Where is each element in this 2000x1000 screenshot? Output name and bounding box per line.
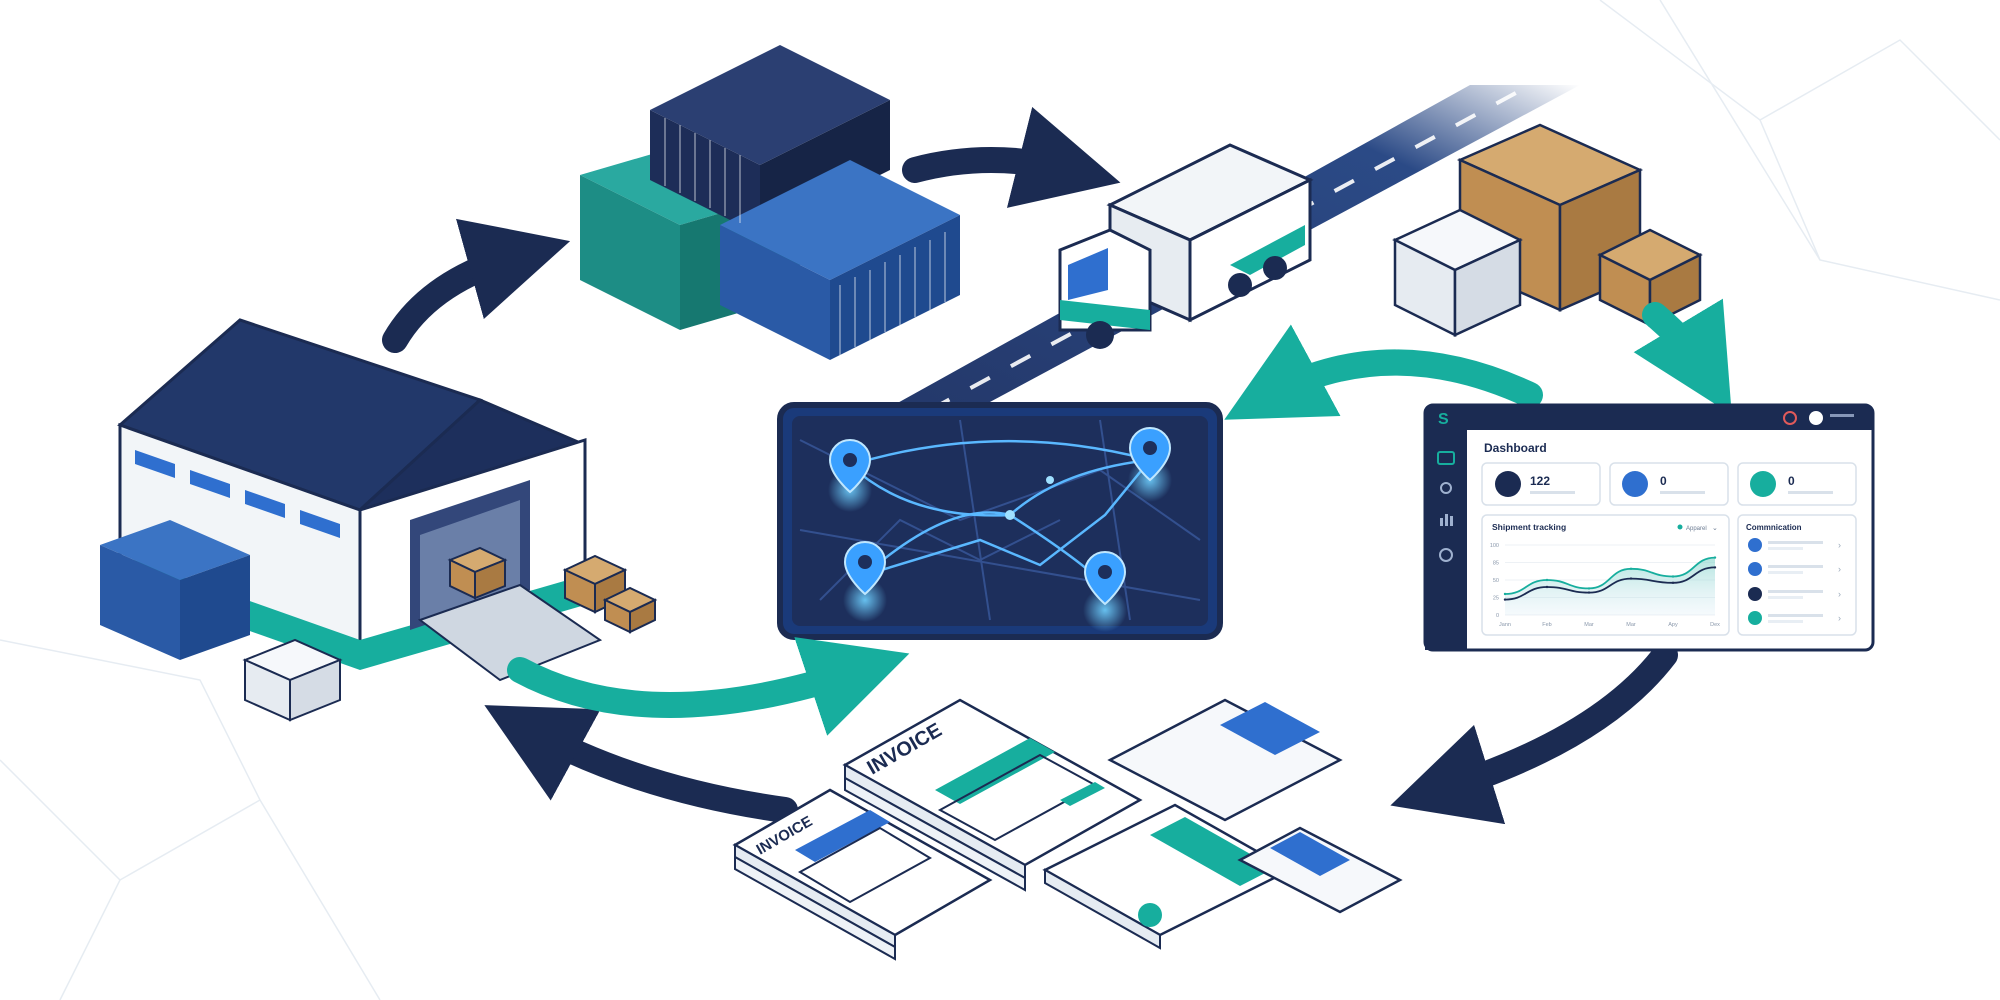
report-sheet-top	[1107, 698, 1343, 822]
series-line	[1504, 566, 1716, 601]
x-tick-label: Mar	[1584, 622, 1594, 628]
list-item[interactable]: ›	[1748, 611, 1841, 625]
data-point	[1503, 598, 1507, 601]
arrow-dashboard-to-map	[1224, 324, 1543, 420]
data-point	[1671, 575, 1675, 578]
data-point	[1587, 591, 1591, 594]
chevron-right-icon: ›	[1838, 589, 1841, 599]
avatar[interactable]	[1809, 411, 1823, 425]
arrow-documents-to-warehouse	[484, 705, 798, 823]
warehouse-icon[interactable]	[1437, 451, 1455, 465]
bell-icon[interactable]	[1783, 411, 1797, 425]
chevron-right-icon: ›	[1838, 564, 1841, 574]
x-tick-label: Apy	[1668, 622, 1678, 628]
route-map-panel	[777, 402, 1223, 640]
users-icon[interactable]	[1440, 482, 1452, 494]
chevron-right-icon: ›	[1838, 540, 1841, 550]
chat-icon	[1748, 611, 1762, 625]
location-pin-icon	[843, 540, 887, 622]
location-pin-icon	[1083, 550, 1127, 632]
stat-value: 122	[1530, 474, 1550, 488]
invoice-documents: INVOICE INVOICE	[732, 698, 1403, 961]
shipping-containers	[580, 45, 960, 360]
arrow-dashboard-to-documents	[1390, 642, 1678, 825]
y-tick-label: 50	[1493, 578, 1499, 584]
y-tick-label: 25	[1493, 596, 1499, 602]
page-title: Dashboard	[1484, 441, 1547, 455]
stat-card[interactable]: 0	[1609, 462, 1729, 506]
y-tick-label: 85	[1493, 561, 1499, 567]
list-item[interactable]: ›	[1748, 538, 1841, 552]
truck-icon	[1495, 471, 1521, 497]
x-tick-label: Jann	[1499, 622, 1511, 628]
x-tick-label: Dex	[1710, 622, 1720, 628]
y-tick-label: 100	[1490, 543, 1499, 549]
app-logo-icon: S	[1438, 411, 1449, 428]
stat-card[interactable]: 122	[1481, 462, 1601, 506]
chart-title: Shipment tracking	[1492, 522, 1566, 532]
delivery-truck	[1058, 143, 1314, 349]
data-point	[1545, 578, 1549, 582]
growth-chart-icon	[1750, 471, 1776, 497]
y-tick-label: 0	[1496, 613, 1499, 619]
arrow-containers-to-truck	[902, 106, 1121, 208]
series-line	[1504, 556, 1716, 595]
arrow-warehouse-to-map	[507, 637, 910, 736]
communication-card: Commnication › › › ›	[1737, 514, 1857, 636]
cardboard-boxes	[1392, 123, 1703, 338]
data-point	[1671, 581, 1675, 584]
arrow-boxes-to-dashboard	[1633, 298, 1732, 415]
data-point	[1545, 585, 1549, 589]
legend-swatch	[1677, 524, 1683, 530]
data-point	[1713, 556, 1717, 559]
globe-icon	[1622, 471, 1648, 497]
bar-chart-icon[interactable]	[1440, 514, 1453, 526]
flow-arrows	[382, 106, 1732, 825]
chevron-down-icon[interactable]: ⌄	[1712, 525, 1718, 532]
stat-value: 0	[1788, 474, 1795, 488]
headset-icon	[1748, 538, 1762, 552]
card-title: Commnication	[1746, 523, 1802, 532]
arrow-warehouse-to-containers	[382, 218, 571, 353]
data-point	[1629, 577, 1633, 580]
x-tick-label: Feb	[1542, 622, 1551, 628]
location-pin-icon	[828, 438, 872, 512]
location-pin-icon	[1128, 426, 1172, 502]
report-stack-right	[1042, 803, 1403, 950]
menu-icon[interactable]	[1830, 414, 1854, 417]
mail-icon	[1748, 587, 1762, 601]
warehouse	[100, 318, 658, 722]
dashboard-sidebar	[1425, 430, 1467, 650]
data-point	[1587, 587, 1591, 590]
stat-card[interactable]: 0	[1737, 462, 1857, 506]
stat-value: 0	[1660, 474, 1667, 488]
user-icon	[1748, 562, 1762, 576]
data-point	[1713, 566, 1717, 569]
data-point	[1503, 592, 1507, 596]
list-item[interactable]: ›	[1748, 587, 1841, 601]
shipment-tracking-card: Shipment tracking Apparel ⌄ 100 85 50 25 0Ja…	[1481, 514, 1730, 636]
list-item[interactable]: ›	[1748, 562, 1841, 576]
legend-label: Apparel	[1686, 526, 1707, 532]
invoice-stack-left: INVOICE	[732, 788, 993, 961]
dashboard-window: S Dashboard 122 0 0	[1423, 403, 1875, 652]
data-point	[1629, 567, 1633, 570]
x-tick-label: Mar	[1626, 622, 1636, 628]
gear-icon[interactable]	[1439, 548, 1453, 562]
chevron-right-icon: ›	[1838, 613, 1841, 623]
